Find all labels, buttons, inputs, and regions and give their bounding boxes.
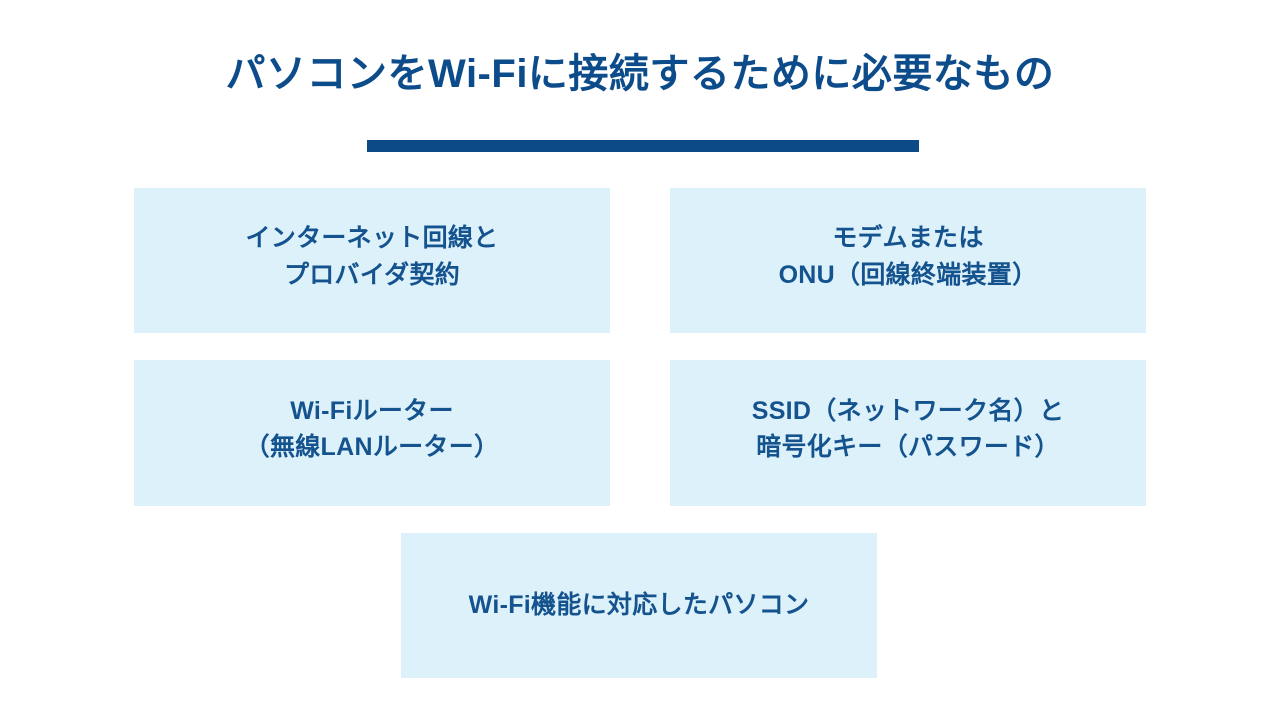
card-label: SSID（ネットワーク名）と 暗号化キー（パスワード）	[751, 396, 1065, 461]
card-wifi-capable-pc: Wi-Fi機能に対応したパソコン	[401, 533, 877, 678]
card-wifi-router: Wi-Fiルーター （無線LANルーター）	[134, 360, 610, 506]
card-label: モデムまたは ONU（回線終端装置）	[778, 224, 1038, 289]
card-label: インターネット回線と プロバイダ契約	[245, 224, 499, 289]
card-ssid-encryption-key: SSID（ネットワーク名）と 暗号化キー（パスワード）	[670, 360, 1146, 506]
page-title: パソコンをWi-Fiに接続するために必要なもの	[225, 52, 1055, 96]
card-label: Wi-Fi機能に対応したパソコン	[468, 591, 810, 620]
card-modem-onu: モデムまたは ONU（回線終端装置）	[670, 188, 1146, 333]
title-accent-divider	[367, 140, 919, 152]
card-internet-line-provider: インターネット回線と プロバイダ契約	[134, 188, 610, 333]
card-label: Wi-Fiルーター （無線LANルーター）	[244, 396, 500, 461]
